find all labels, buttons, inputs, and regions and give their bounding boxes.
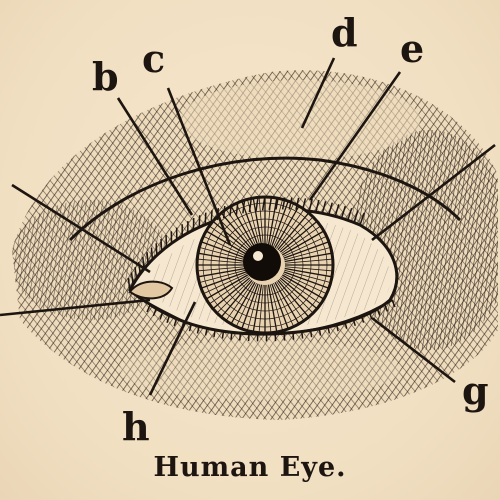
leader-h [148,301,197,396]
label-e: e [400,26,425,71]
leader-d [300,57,336,129]
leader-a [11,183,151,274]
pupil [243,243,281,281]
label-c: c [142,36,166,81]
figure-caption: Human Eye. [153,452,347,483]
label-b: b [92,54,119,99]
caruncle [128,280,174,300]
label-g: g [462,368,489,413]
leader-left [0,298,151,317]
eyelashes-upper [127,197,365,291]
leader-c [166,87,232,246]
leader-f [371,143,496,242]
leader-b [116,97,194,216]
leader-lines [0,57,496,396]
leader-e [308,71,402,201]
label-h: h [122,404,150,449]
label-d: d [331,10,358,55]
leader-g [371,316,456,384]
lid-fold [68,156,462,242]
